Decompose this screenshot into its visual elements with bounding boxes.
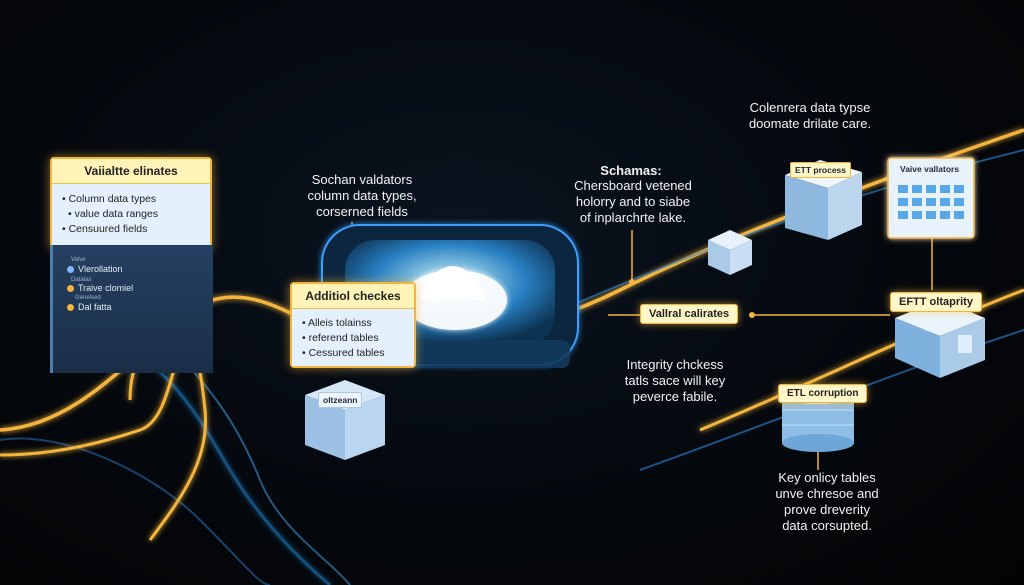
legend-item: Vlerollation (67, 264, 123, 274)
connector-dot (629, 279, 635, 285)
validate-card-title: Vaiialtte elinates (52, 159, 210, 184)
etl-integrity-tag: EFTT oltaprity (890, 292, 982, 312)
legend-dot (67, 285, 74, 293)
additional-item: referend tables (302, 332, 404, 344)
integrity-text: Integrity chckess tatls sace will key pe… (624, 357, 726, 404)
legend-label: Dal fatta (78, 302, 112, 312)
connector-valid-dot (749, 312, 755, 318)
legend-item: Dal fatta (67, 302, 112, 312)
blue-path-lower-2 (149, 329, 351, 585)
additional-item: Cessured tables (302, 347, 404, 359)
validate-item: value data ranges (62, 208, 200, 220)
schemas-body: Chersboard vetened holorry and to siabe … (574, 178, 692, 225)
schema-validators-text: Sochan valdators column data types, cors… (307, 172, 417, 219)
legend-dot (67, 266, 74, 274)
blue-path-lower (119, 338, 331, 585)
additional-checks-card: Additiol checkes Alleis tolainss referen… (290, 282, 416, 368)
legend-small-text: Datatas (71, 277, 92, 283)
legend-small-text: Genelsed (75, 295, 101, 301)
top-right-text: Colenrera data typse doomate drilate car… (748, 100, 872, 131)
validate-item: Column data types (62, 193, 200, 205)
data-cube-mid (708, 230, 752, 275)
bottom-right-text: Key onlicy tables unve chresoe and prove… (775, 470, 879, 533)
yellow-path-right-lower (699, 288, 1024, 432)
server-cube-label: oltzeann (318, 392, 363, 408)
validate-card-list: Column data types value data ranges Cens… (52, 184, 210, 246)
valve-validators-label: Vaive vallators (900, 164, 960, 174)
legend-item: Traive clomiel (67, 283, 133, 293)
additional-checks-title: Additiol checkes (292, 284, 414, 309)
schemas-title: Schamas: (600, 163, 662, 178)
validate-item: Censuured fields (62, 223, 200, 235)
legend-dot (67, 304, 74, 312)
left-panel: Valve Vlerollation Datatas Traive clomie… (50, 245, 213, 373)
valid-calirates-tag: Vallral calirates (640, 304, 739, 324)
blue-path-left-down (0, 437, 271, 585)
valve-grid (898, 185, 964, 219)
additional-item: Alleis tolainss (302, 317, 404, 329)
etl-process-label: ETT process (790, 162, 852, 178)
etl-corruption-tag: ETL corruption (778, 384, 868, 403)
legend-label: Vlerollation (78, 264, 123, 274)
additional-checks-list: Alleis tolainss referend tables Cessured… (292, 309, 414, 366)
legend-small-text: Valve (71, 257, 86, 263)
validate-card: Vaiialtte elinates Column data types val… (50, 157, 212, 249)
legend-label: Traive clomiel (78, 283, 134, 293)
